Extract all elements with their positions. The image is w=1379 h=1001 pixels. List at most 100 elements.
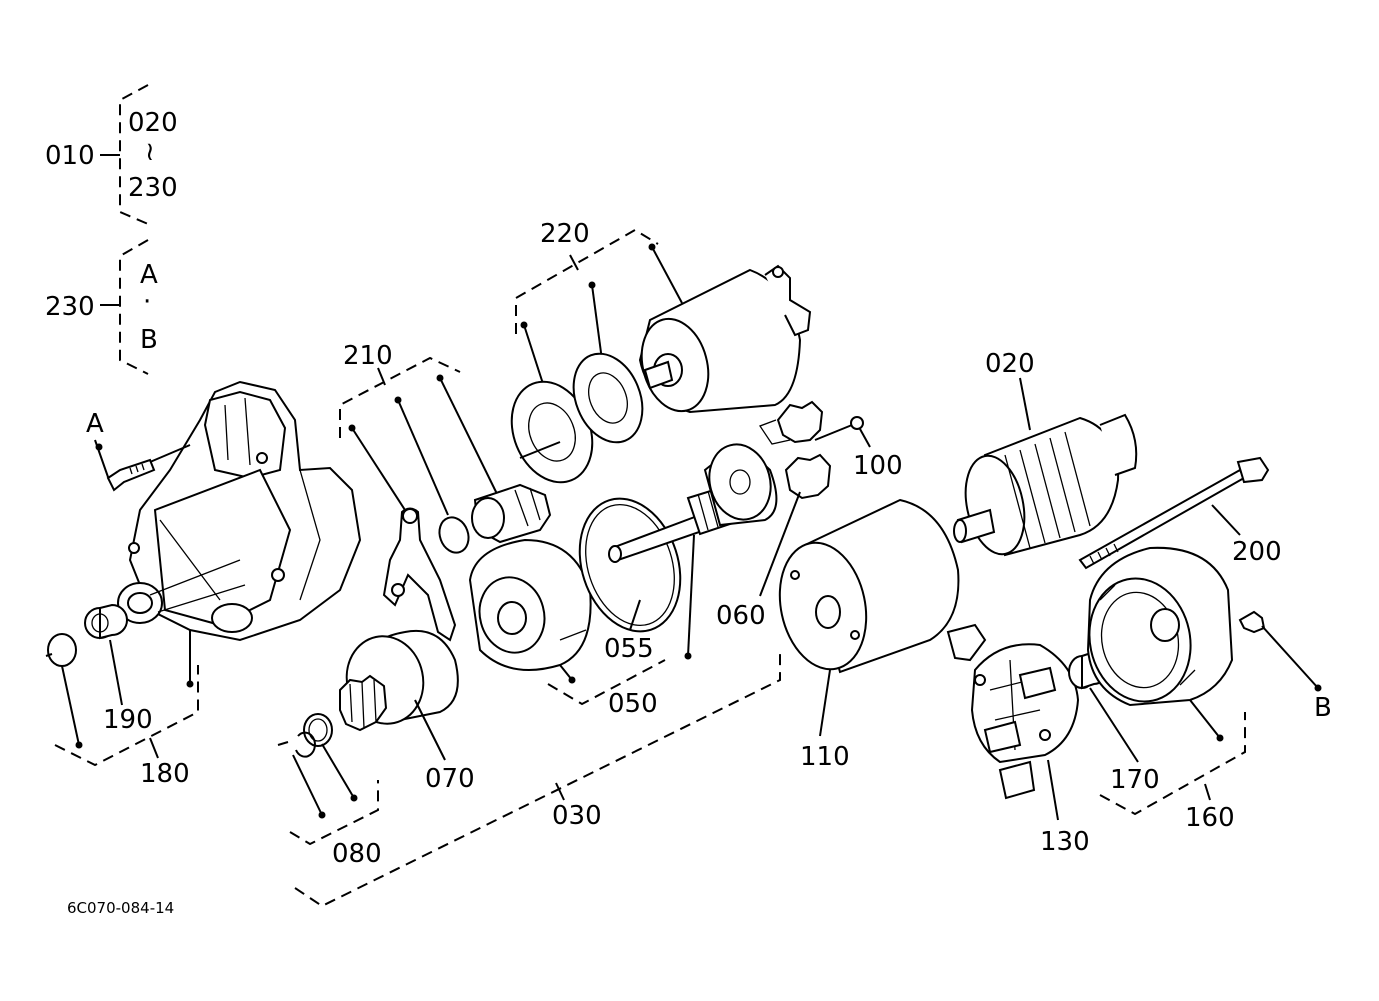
leader-130	[1047, 759, 1059, 821]
armature-020	[953, 413, 1138, 557]
yoke-110	[778, 498, 960, 674]
leader-lever	[351, 427, 406, 511]
label-130: 130	[1040, 827, 1090, 857]
leader-dot-plunger	[436, 374, 444, 382]
label-180: 180	[140, 759, 190, 789]
leader-210-bracket	[377, 367, 386, 386]
steel-ball-100	[814, 416, 864, 441]
leader-dot-080b	[318, 811, 326, 819]
plunger-210	[471, 483, 552, 544]
drive-shaft	[608, 443, 778, 563]
label-230: 230	[45, 292, 95, 322]
leader-220-bracket	[569, 254, 579, 271]
leader-dot-washer	[394, 396, 402, 404]
label-010: 010	[45, 141, 95, 171]
overrunning-clutch-070	[339, 629, 459, 732]
leader-dot-B	[1314, 684, 1322, 692]
center-housing-050	[468, 538, 592, 671]
leader-dot-shaft	[684, 652, 692, 660]
leader-110	[819, 669, 831, 737]
bracket-050	[547, 659, 666, 706]
leader-100	[859, 428, 871, 448]
leader-gasket2	[591, 284, 603, 361]
bracket-030	[294, 648, 781, 908]
leader-180	[149, 737, 159, 759]
label-110: 110	[800, 742, 850, 772]
label-220: 220	[540, 219, 590, 249]
label-070: 070	[425, 764, 475, 794]
planet-gear-060-lower	[784, 453, 832, 500]
label-030: 030	[552, 801, 602, 831]
label-055: 055	[604, 634, 654, 664]
leader-200	[1211, 504, 1241, 536]
label-050: 050	[608, 689, 658, 719]
leader-dot-solenoid	[648, 243, 656, 251]
shift-lever	[382, 507, 457, 642]
bolt-A	[106, 444, 191, 492]
label-170: 170	[1110, 765, 1160, 795]
planet-gear-060-upper	[759, 400, 824, 445]
leader-070	[414, 699, 446, 761]
label-A: A	[86, 409, 104, 439]
washer-210	[438, 516, 470, 554]
legend-230-bracket	[100, 239, 149, 375]
leader-washer	[397, 399, 449, 516]
bracket-180	[54, 665, 199, 767]
leader-dot-080a	[350, 794, 358, 802]
label-060: 060	[716, 601, 766, 631]
label-160: 160	[1185, 803, 1235, 833]
leader-dot-housing	[186, 680, 194, 688]
label-B: B	[1314, 693, 1332, 723]
leader-shaft	[687, 534, 695, 657]
label-230-range-end: 230	[128, 173, 178, 203]
label-210: 210	[343, 341, 393, 371]
label-A-legend: A	[140, 260, 158, 290]
leader-dot-160	[1216, 734, 1224, 742]
gasket-220b	[572, 352, 644, 444]
drawing-code: 6C070-084-14	[67, 899, 174, 917]
leader-080a	[321, 743, 355, 799]
leader-dot-050	[568, 676, 576, 684]
label-B-legend: B	[140, 325, 158, 355]
stop-ring-080	[303, 713, 333, 747]
label-020-range-start: 020	[128, 108, 178, 138]
leader-dot-gasket1	[520, 321, 528, 329]
cap-180-small	[45, 633, 77, 667]
leader-160-bracket	[1204, 783, 1211, 801]
leader-160	[1189, 699, 1221, 739]
rear-end-frame-160	[1086, 546, 1234, 707]
leader-060	[759, 491, 801, 597]
leader-080b	[292, 754, 323, 816]
leader-030	[555, 782, 565, 801]
snap-ring-080	[277, 731, 316, 758]
drive-housing-180	[117, 380, 362, 642]
legend-010-bracket	[100, 84, 149, 225]
legend-dot: ·	[143, 287, 151, 317]
label-080: 080	[332, 839, 382, 869]
solenoid-switch	[638, 264, 812, 414]
leader-cap	[61, 665, 80, 746]
bracket-160	[1099, 712, 1246, 816]
screw-B	[1238, 610, 1319, 689]
bracket-210	[339, 356, 461, 438]
bracket-080	[289, 780, 379, 846]
label-100: 100	[853, 451, 903, 481]
label-200: 200	[1232, 537, 1282, 567]
leader-solenoid	[651, 246, 683, 304]
brush-holder-130	[946, 623, 1080, 800]
leader-170	[1089, 687, 1139, 763]
leader-dot-A	[95, 443, 103, 451]
gasket-220a	[510, 380, 594, 484]
range-symbol: ≀	[145, 137, 155, 167]
leader-dot-gasket2	[588, 281, 596, 289]
leader-dot-cap	[75, 741, 83, 749]
leader-dot-lever	[348, 424, 356, 432]
leader-020	[1019, 377, 1031, 431]
through-bolt-200	[1078, 456, 1270, 570]
leader-plunger	[439, 377, 501, 501]
leader-190	[109, 639, 123, 706]
label-020: 020	[985, 349, 1035, 379]
bracket-220	[515, 228, 659, 334]
leader-gasket1	[523, 324, 546, 391]
